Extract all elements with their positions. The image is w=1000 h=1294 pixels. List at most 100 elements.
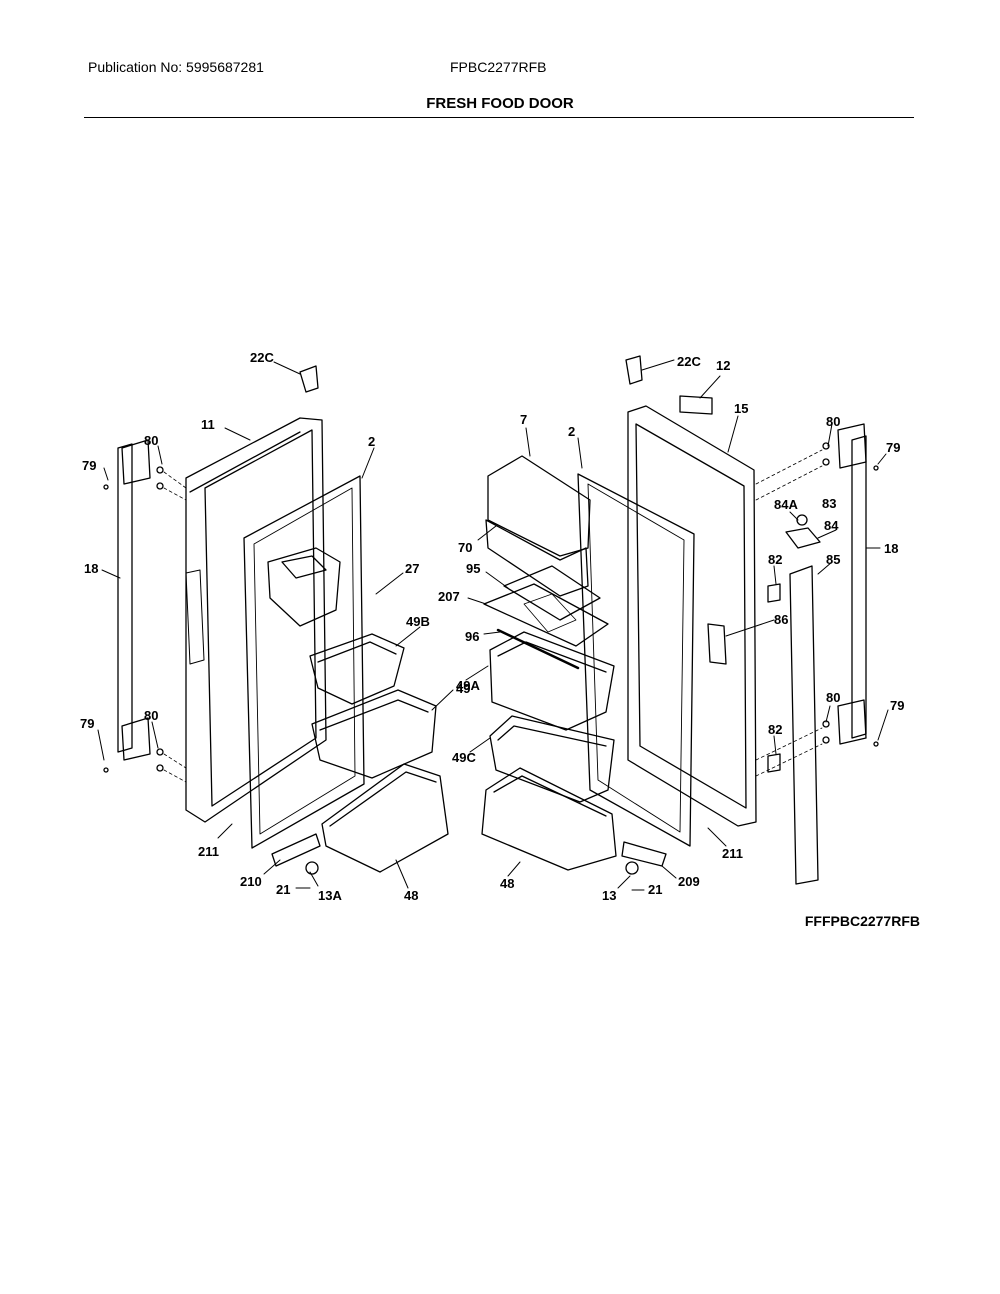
model-number: FPBC2277RFB xyxy=(450,59,547,75)
left-hinge-pin-13a xyxy=(305,861,319,875)
callout-label: 80 xyxy=(144,708,158,723)
left-door-cap-22c xyxy=(299,365,319,393)
right-door-panel-inner-edge xyxy=(635,423,747,809)
left-door-panel xyxy=(185,417,327,823)
right-trim-85 xyxy=(789,565,819,885)
right-tray-207 xyxy=(483,583,609,647)
figure-reference: FFFPBC2277RFB xyxy=(804,913,920,929)
callout-label: 22C xyxy=(677,354,701,369)
right-panel-86 xyxy=(707,623,727,665)
callout-label: 49B xyxy=(406,614,430,629)
left-door-handle-recess xyxy=(185,569,205,665)
right-door-label-12 xyxy=(679,395,713,415)
right-clip-82-lower xyxy=(767,753,781,773)
right-bracket-84 xyxy=(785,527,821,549)
right-screw-80-upper-a xyxy=(822,442,830,450)
left-door-handle-assembly xyxy=(103,439,187,783)
callout-label: 211 xyxy=(198,844,219,859)
right-screw-80-lower-b xyxy=(822,736,830,744)
callout-label: 70 xyxy=(458,540,472,555)
right-clip-82-upper xyxy=(767,583,781,603)
right-door-assembly xyxy=(481,355,757,875)
right-module-70 xyxy=(485,519,589,597)
left-screw-80-upper-a xyxy=(156,466,164,474)
right-screw-79-upper xyxy=(873,465,879,471)
callout-label: 210 xyxy=(240,874,262,889)
left-lower-hinge-210 xyxy=(271,833,321,867)
left-ice-chute xyxy=(267,547,341,627)
right-screw-79-lower xyxy=(873,741,879,747)
right-screw-80-upper-b xyxy=(822,458,830,466)
callout-label: 21 xyxy=(648,882,662,897)
left-ice-chute-opening xyxy=(281,555,327,579)
callout-label: 22C xyxy=(250,350,274,365)
right-bin-49 xyxy=(489,631,615,731)
right-door-panel xyxy=(627,405,757,827)
callout-label: 7 xyxy=(520,412,527,427)
callout-label: 79 xyxy=(80,716,94,731)
publication-number: Publication No: 5995687281 xyxy=(88,59,264,75)
left-handle-upper-mount xyxy=(121,439,151,485)
callout-label: 80 xyxy=(826,690,840,705)
callout-label: 12 xyxy=(716,358,730,373)
right-hinge-pin-13 xyxy=(625,861,639,875)
callout-label: 84 xyxy=(824,518,839,533)
callout-label: 49A xyxy=(456,678,480,693)
right-door-gasket xyxy=(577,473,695,847)
right-door-cap-22c xyxy=(625,355,643,385)
right-handle-upper-mount xyxy=(837,423,867,469)
callout-label: 79 xyxy=(82,458,96,473)
callout-label: 95 xyxy=(466,561,480,576)
left-bin-49a-rim xyxy=(319,699,429,731)
callout-label: 11 xyxy=(201,417,215,432)
callout-label: 84A xyxy=(774,497,798,512)
callout-label: 2 xyxy=(568,424,575,439)
callout-label: 27 xyxy=(405,561,419,576)
right-bin-48 xyxy=(481,767,617,871)
right-grille xyxy=(523,593,577,633)
callout-label: 21 xyxy=(276,882,290,897)
callout-label: 79 xyxy=(886,440,900,455)
left-screw-79-lower xyxy=(103,767,109,773)
left-door-gasket-inner xyxy=(253,487,356,835)
left-door-assembly xyxy=(185,365,449,875)
callout-label: 86 xyxy=(774,612,788,627)
left-handle-lower-mount xyxy=(121,717,151,761)
left-bin-48 xyxy=(321,763,449,873)
left-handle-bar xyxy=(117,443,133,753)
callout-label: 82 xyxy=(768,722,782,737)
section-title: FRESH FOOD DOOR xyxy=(426,95,574,112)
callout-label: 48 xyxy=(500,876,514,891)
left-door-panel-inner-edge xyxy=(204,429,317,807)
left-bin-49b-rim xyxy=(317,641,397,663)
left-handle-dash-lines xyxy=(163,471,187,783)
callout-label: 48 xyxy=(404,888,418,903)
left-screw-80-upper-b xyxy=(156,482,164,490)
callout-label: 211 xyxy=(722,846,743,861)
callout-labels: 22C 11 2 80 79 18 27 49B 49A 79 80 211 2… xyxy=(80,350,904,903)
left-door-top-edge xyxy=(189,431,301,493)
callout-label: 2 xyxy=(368,434,375,449)
left-screw-79-upper xyxy=(103,484,109,490)
callout-label: 80 xyxy=(826,414,840,429)
callout-label: 18 xyxy=(884,541,898,556)
right-bin-48-rim xyxy=(493,775,607,817)
left-screw-80-lower-a xyxy=(156,748,164,756)
callout-label: 15 xyxy=(734,401,748,416)
callout-label: 80 xyxy=(144,433,158,448)
left-door-gasket xyxy=(243,475,365,849)
right-door-gasket-inner xyxy=(587,483,685,833)
right-module-7 xyxy=(487,455,591,557)
callout-label: 18 xyxy=(84,561,98,576)
leader-lines xyxy=(97,359,889,891)
right-bin-49c-rim xyxy=(497,725,607,747)
left-bin-49b xyxy=(309,633,405,705)
left-bin-48-rim xyxy=(329,771,437,827)
right-tray-95 xyxy=(503,565,601,621)
right-handle-lower-mount xyxy=(837,699,867,745)
callout-label: 209 xyxy=(678,874,700,889)
callout-label: 85 xyxy=(826,552,840,567)
right-handle-bar xyxy=(851,435,867,739)
callout-label: 79 xyxy=(890,698,904,713)
